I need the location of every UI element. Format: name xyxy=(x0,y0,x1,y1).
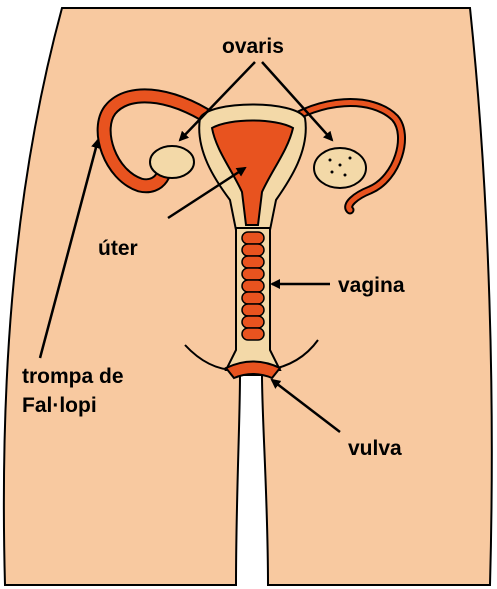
label-fallopian-tube-line1: trompa de xyxy=(22,365,124,388)
label-vagina: vagina xyxy=(338,274,405,297)
vagina-canal xyxy=(242,232,264,340)
label-ovaries: ovaris xyxy=(222,35,284,58)
label-vulva: vulva xyxy=(348,437,402,460)
right-ovary xyxy=(314,148,366,188)
label-uterus: úter xyxy=(98,237,138,260)
left-ovary xyxy=(150,146,194,178)
label-fallopian-tube-line2: Fal·lopi xyxy=(22,394,97,417)
